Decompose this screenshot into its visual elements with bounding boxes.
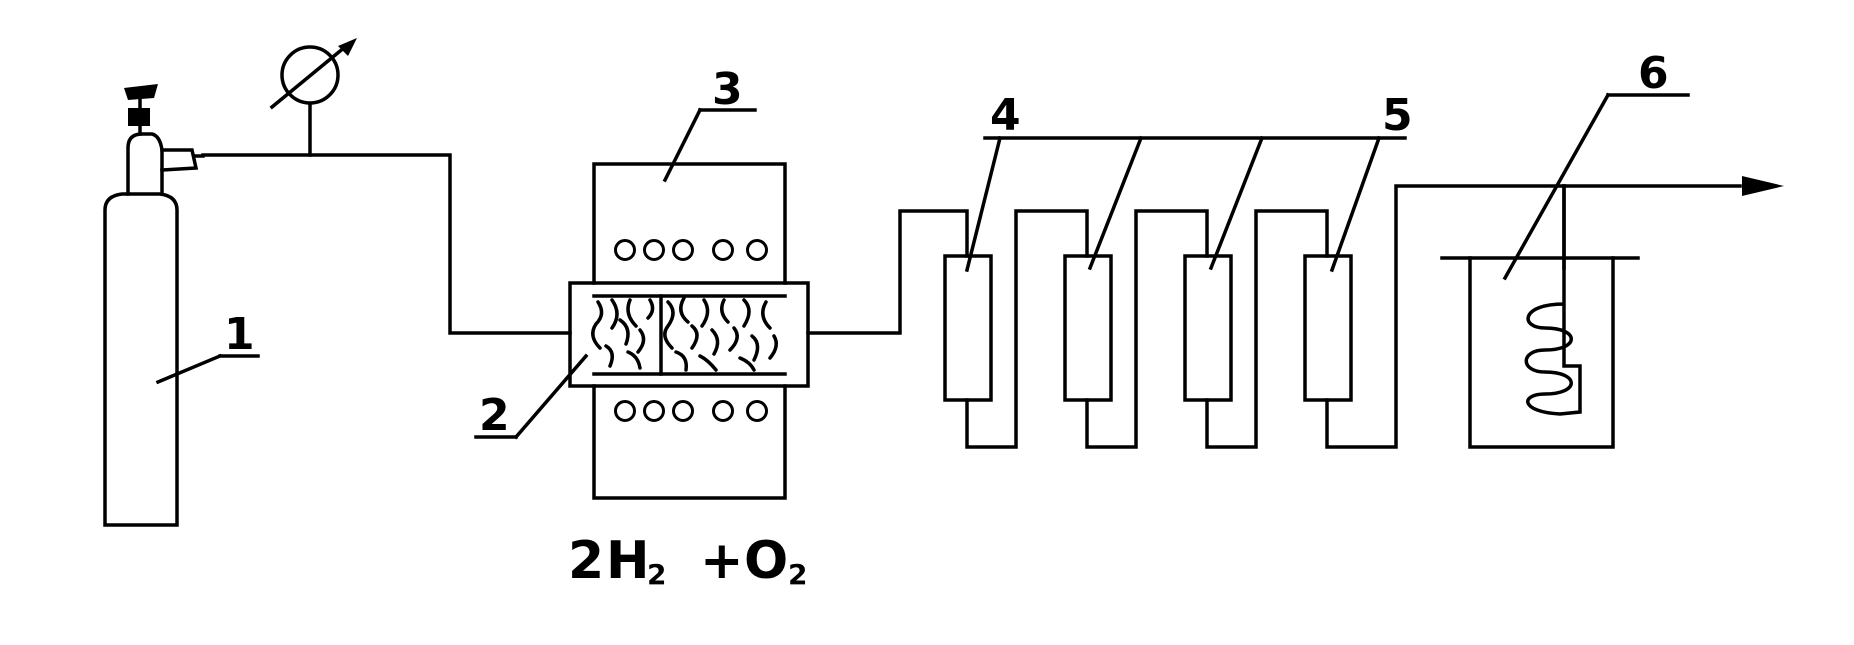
- label-3: 3: [712, 64, 743, 115]
- absorption-traps: [943, 254, 1353, 402]
- formula-coefficient: 2: [568, 531, 604, 591]
- formula-plus: +: [700, 531, 744, 591]
- furnace: [592, 162, 787, 500]
- condenser-coil: [1524, 184, 1582, 416]
- label-6: 6: [1638, 48, 1669, 99]
- reaction-formula: 2 H 2 + O 2: [568, 531, 807, 591]
- label-4: 4: [990, 90, 1021, 141]
- trap-2: [1063, 254, 1113, 402]
- trap-4: [1303, 254, 1353, 402]
- flow-arrow-icon: [1742, 176, 1784, 196]
- heater-coil-icon: [614, 239, 768, 422]
- pressure-gauge-icon: [269, 38, 357, 110]
- label-1: 1: [224, 309, 255, 360]
- formula-hydrogen-sub: 2: [647, 558, 666, 591]
- reaction-tube: [568, 281, 810, 388]
- trap-3: [1183, 254, 1233, 402]
- leader-lines: [155, 92, 1690, 440]
- gas-supply-pipe: [201, 102, 572, 335]
- formula-oxygen-sub: 2: [788, 558, 807, 591]
- trap-1: [943, 254, 993, 402]
- label-2: 2: [479, 390, 510, 441]
- formula-hydrogen: H: [606, 531, 650, 591]
- formula-oxygen: O: [744, 531, 788, 591]
- gas-cylinder-icon: [103, 84, 205, 527]
- cold-bath: [1440, 256, 1640, 449]
- label-5: 5: [1382, 90, 1413, 141]
- catalyst-packing: [591, 296, 778, 372]
